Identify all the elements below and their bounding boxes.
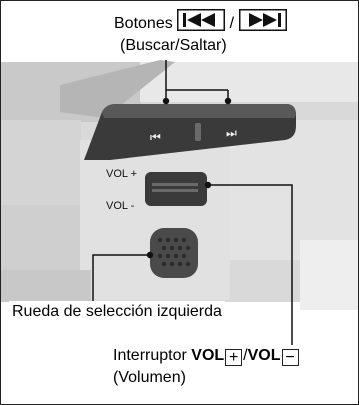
interruptor-label: Interruptor (113, 347, 192, 364)
minus-box-icon: − (281, 349, 299, 366)
botones-label: Botones (114, 15, 173, 32)
vol-switch-sublabel: (Volumen) (110, 367, 189, 389)
vol-switch (145, 172, 207, 206)
skip-forward-icon: ⏭ (226, 126, 237, 140)
skip-back-box-icon (177, 9, 226, 37)
seek-skip-callout: Botones / (111, 8, 290, 38)
vol-minus-label: VOL - (106, 200, 135, 212)
leader-top-buttons (165, 60, 228, 98)
leader-vol (208, 184, 293, 358)
seek-skip-sublabel: (Buscar/Saltar) (117, 35, 230, 57)
vol-b-label: VOL (247, 347, 281, 364)
vol-a-label: VOL (191, 347, 225, 364)
buttons-separator: / (229, 15, 235, 32)
leader-wheel (92, 254, 150, 302)
skip-back-icon: ⏮ (150, 130, 161, 144)
leader-lines (92, 60, 293, 358)
vol-plus-label: VOL + (106, 168, 138, 180)
selector-wheel-callout: Rueda de selección izquierda (9, 301, 225, 323)
skip-forward-box-icon (238, 9, 287, 37)
seek-skip-rocker (84, 104, 296, 160)
vol-slash: / (243, 347, 248, 364)
plus-box-icon: + (225, 349, 243, 366)
selector-wheel (150, 228, 198, 278)
leader-dots (146, 97, 232, 259)
vol-switch-callout: Interruptor VOL+/VOL− (110, 345, 303, 367)
